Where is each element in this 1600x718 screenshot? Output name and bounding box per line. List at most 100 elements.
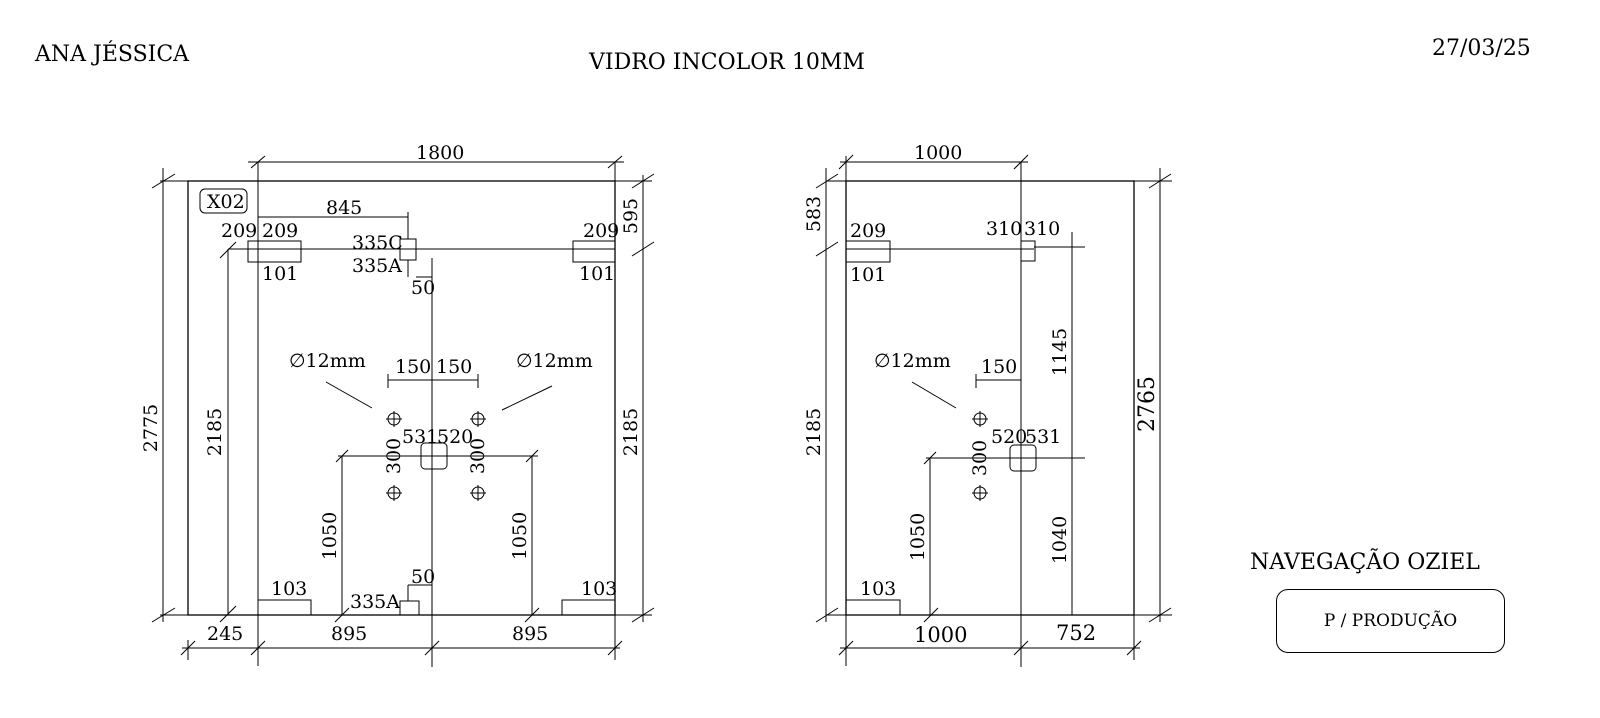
label-520: 520 <box>437 426 473 448</box>
dimension-tick <box>335 449 349 463</box>
hinge-left-bottom-label: 101 <box>262 263 298 285</box>
leader-line <box>911 381 957 409</box>
dimension-tick <box>424 640 440 656</box>
bottom-block-right <box>561 599 616 616</box>
dim-2775: 2775 <box>140 404 162 452</box>
dimension-tick <box>607 640 623 656</box>
leader-line <box>325 381 373 409</box>
drill-hole-icon <box>972 485 988 501</box>
label-103-right-panel: 103 <box>860 578 896 600</box>
dim-1800: 1800 <box>416 142 464 164</box>
dimension-tick <box>815 607 839 623</box>
dimension-tick <box>631 173 655 189</box>
dimension-tick <box>838 154 854 170</box>
right-panel: 1000 583 2185 209 101 310 310 1145 2765 … <box>803 142 1172 667</box>
production-stamp: P / PRODUÇÃO <box>1276 589 1505 653</box>
dimension-tick <box>219 605 237 623</box>
dim-300-right-panel: 300 <box>969 440 991 476</box>
dim-150-left: 150 <box>395 356 431 378</box>
label-50-top: 50 <box>411 277 435 299</box>
right-panel-outline <box>845 180 1135 616</box>
dim-2185-left: 2185 <box>204 408 226 456</box>
drill-hole-icon <box>386 411 402 427</box>
label-335c: 335C <box>352 232 403 254</box>
hole-note-right: ∅12mm <box>516 350 593 372</box>
dimension-tick <box>1148 607 1172 623</box>
label-531: 531 <box>402 426 438 448</box>
label-310-right: 310 <box>1024 218 1060 240</box>
hinge-left <box>247 240 302 263</box>
dim-245: 245 <box>207 623 243 645</box>
dimension-tick <box>923 607 939 623</box>
dimension-tick <box>1126 640 1142 656</box>
drill-hole-icon <box>972 411 988 427</box>
dim-300-right: 300 <box>467 438 489 474</box>
dimension-tick <box>219 241 237 259</box>
leader-line <box>501 385 553 411</box>
label-103-right: 103 <box>581 578 617 600</box>
dimension-tick <box>607 155 623 169</box>
label-531-right: 531 <box>1025 426 1061 448</box>
dimension-tick <box>250 155 266 169</box>
dimension-tick <box>1148 173 1172 189</box>
dimension-tick <box>631 241 655 257</box>
dim-2765: 2765 <box>1135 376 1160 432</box>
hinge-right <box>572 240 616 263</box>
dimension-tick <box>1013 154 1029 170</box>
dim-583: 583 <box>803 196 825 232</box>
dim-752: 752 <box>1056 621 1096 645</box>
hole-note: ∅12mm <box>874 350 951 372</box>
bottom-block-right-panel <box>845 599 901 616</box>
dimension-tick <box>250 640 266 656</box>
hinge-right-bottom-label: 101 <box>579 263 615 285</box>
dimension-tick <box>815 173 839 189</box>
lock-box-right <box>1020 240 1036 262</box>
dimension-tick <box>631 607 655 623</box>
dim-895-left: 895 <box>331 623 367 645</box>
hinge-left-top2-label: 209 <box>262 220 298 242</box>
label-335a-top: 335A <box>352 255 402 277</box>
label-50-bottom: 50 <box>411 566 435 588</box>
production-stamp-label: P / PRODUÇÃO <box>1323 611 1458 631</box>
dimension-tick <box>1013 640 1029 656</box>
bottom-block-left <box>257 599 312 616</box>
hinge-top-label: 209 <box>850 220 886 242</box>
label-520-right: 520 <box>991 426 1027 448</box>
label-310-left: 310 <box>986 218 1022 240</box>
label-103-left: 103 <box>271 578 307 600</box>
bottom-lock-box <box>399 600 420 616</box>
client-name: ANA JÉSSICA <box>35 42 190 67</box>
drill-hole-icon <box>470 485 486 501</box>
dim-595: 595 <box>620 198 642 234</box>
dimension-tick <box>524 607 540 623</box>
hinge-right-top-label: 209 <box>583 220 619 242</box>
navigation-label: NAVEGAÇÃO OZIEL <box>1250 550 1480 575</box>
dim-1000-top: 1000 <box>914 142 962 164</box>
dim-1000-bottom: 1000 <box>914 623 967 647</box>
hinge-right-panel <box>845 240 891 263</box>
dimension-tick <box>838 640 854 656</box>
dim-1050-right: 1050 <box>509 512 531 560</box>
dimension-tick <box>334 607 350 623</box>
dimension-tick <box>815 241 839 257</box>
dim-1050-left: 1050 <box>319 512 341 560</box>
dim-2185-right: 2185 <box>620 408 642 456</box>
dim-1145: 1145 <box>1049 328 1071 376</box>
hinge-left-top-label: 209 <box>221 220 257 242</box>
hole-note-left: ∅12mm <box>289 350 366 372</box>
left-panel-tag-box <box>199 188 248 214</box>
dim-150-right: 150 <box>436 356 472 378</box>
hinge-bottom-label: 101 <box>850 264 886 286</box>
dim-845: 845 <box>326 197 362 219</box>
dimension-tick <box>923 451 937 465</box>
dim-895-right: 895 <box>512 623 548 645</box>
dim-1050-right-panel: 1050 <box>907 513 929 561</box>
dimension-tick <box>180 640 196 656</box>
dim-2185-right-panel: 2185 <box>803 408 825 456</box>
left-panel: X02 1800 845 209 209 101 209 101 335C 33… <box>140 142 655 667</box>
page-title: VIDRO INCOLOR 10MM <box>589 50 865 75</box>
left-panel-tag: X02 <box>207 191 245 213</box>
dim-1040: 1040 <box>1049 516 1071 564</box>
dim-150: 150 <box>981 356 1017 378</box>
